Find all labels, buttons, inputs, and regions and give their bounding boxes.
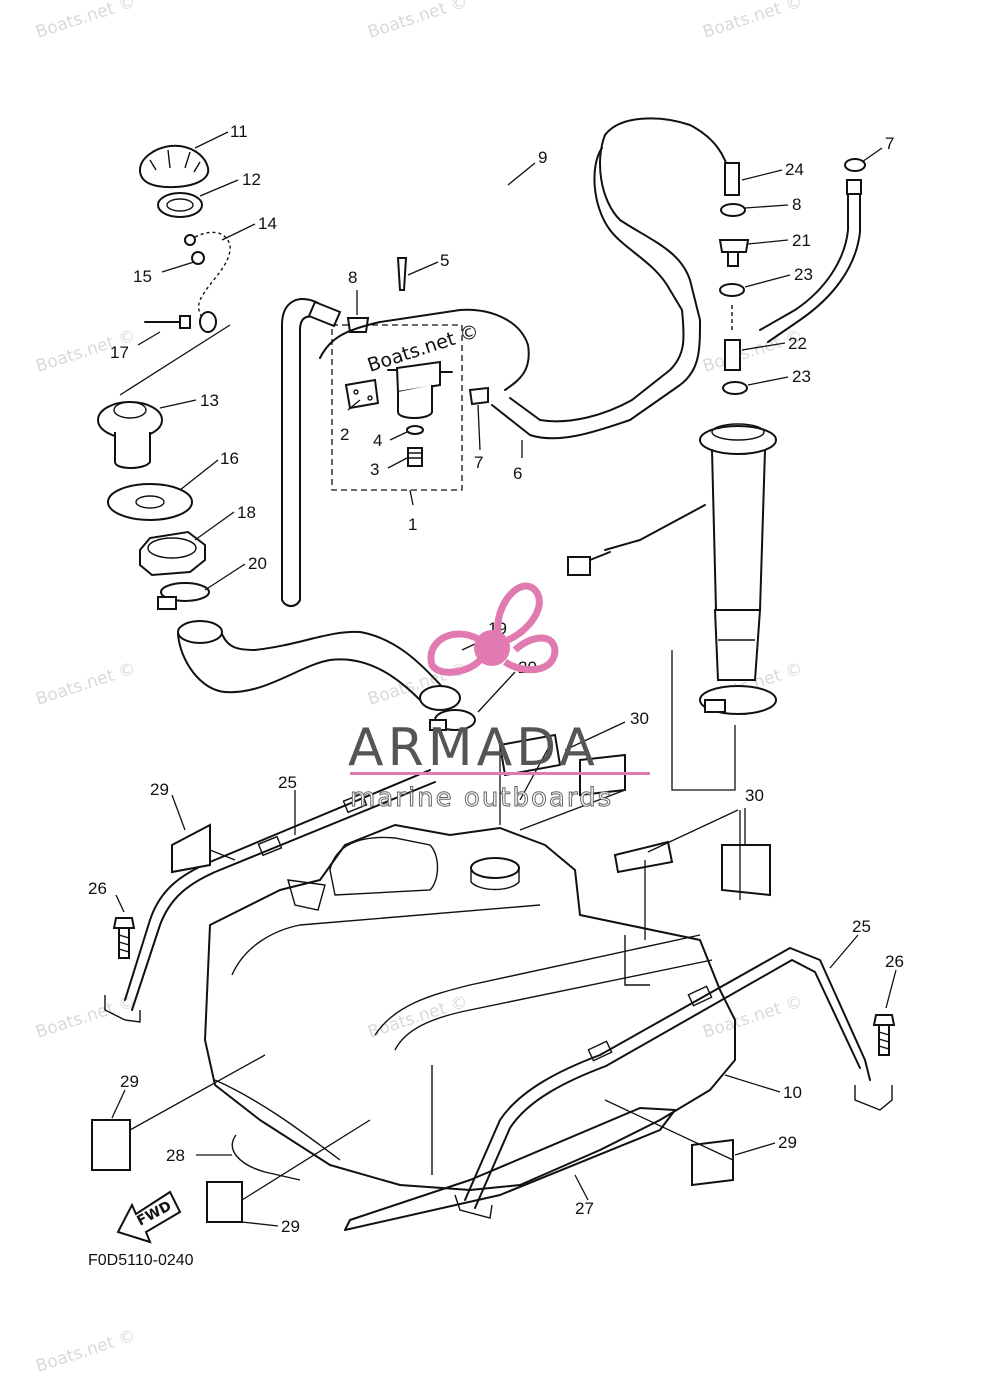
- watermark: Boats.net ©: [365, 0, 470, 43]
- figure-code: F0D5110-0240: [88, 1252, 194, 1269]
- callout-15: 15: [133, 267, 152, 286]
- callout-23: 23: [794, 265, 813, 284]
- callout-20: 20: [248, 554, 267, 573]
- bolt-26-left: [112, 917, 136, 959]
- armada-logo: ARMADA marine outboards: [348, 582, 650, 814]
- callout-26: 26: [885, 952, 904, 971]
- callout-29: 29: [281, 1217, 300, 1236]
- pads: [91, 733, 771, 1223]
- callout-7: 7: [885, 134, 894, 153]
- callout-18: 18: [237, 503, 256, 522]
- pad-29: [206, 1181, 243, 1223]
- callout-14: 14: [258, 214, 277, 233]
- callout-11: 11: [230, 122, 248, 141]
- pad-30: [613, 840, 674, 874]
- strap-right: [454, 947, 893, 1219]
- callout-17: 17: [110, 343, 129, 362]
- callout-30: 30: [630, 709, 649, 728]
- watermark: Boats.net ©: [33, 992, 138, 1043]
- pad-30: [721, 844, 771, 897]
- callout-25: 25: [852, 917, 871, 936]
- fuel-line: [319, 117, 731, 440]
- sender-assembly: [567, 158, 866, 715]
- callout-1: 1: [408, 515, 417, 534]
- callout-23: 23: [792, 367, 811, 386]
- watermark: Boats.net ©: [700, 992, 805, 1043]
- brand-tagline: marine outboards: [350, 783, 613, 813]
- callout-5: 5: [440, 251, 449, 270]
- callout-30: 30: [745, 786, 764, 805]
- watermark: Boats.net ©: [33, 659, 138, 710]
- watermark: Boats.net ©: [33, 0, 138, 43]
- pad-29: [171, 823, 211, 874]
- callout-8: 8: [792, 195, 801, 214]
- callout-26: 26: [88, 879, 107, 898]
- propeller-icon: [427, 582, 559, 676]
- callout-4: 4: [373, 431, 382, 450]
- callout-7: 7: [474, 453, 483, 472]
- watermark: Boats.net ©: [33, 1326, 138, 1377]
- fuel-tank: [204, 824, 736, 1231]
- callout-8: 8: [348, 268, 357, 287]
- callout-22: 22: [788, 334, 807, 353]
- callout-29: 29: [150, 780, 169, 799]
- filler-assembly: [97, 144, 231, 610]
- watermark: Boats.net ©: [365, 992, 470, 1043]
- callout-24: 24: [785, 160, 804, 179]
- pad-29: [691, 1138, 734, 1187]
- assembly-lines: [119, 324, 741, 1201]
- callout-10: 10: [783, 1083, 802, 1102]
- callout-28: 28: [166, 1146, 185, 1165]
- callout-9: 9: [538, 148, 547, 167]
- watermark-layer: Boats.net © Boats.net © Boats.net © Boat…: [33, 0, 805, 1377]
- callout-29: 29: [120, 1072, 139, 1091]
- bolt-26-right: [872, 1014, 896, 1056]
- callout-2: 2: [340, 425, 349, 444]
- callout-6: 6: [513, 464, 522, 483]
- callout-25: 25: [278, 773, 297, 792]
- pad-30: [498, 733, 562, 777]
- callout-27: 27: [575, 1199, 594, 1218]
- callout-29: 29: [778, 1133, 797, 1152]
- watermark: Boats.net ©: [700, 0, 805, 43]
- callout-13: 13: [200, 391, 219, 410]
- callout-21: 21: [792, 231, 811, 250]
- filler-hose: [177, 620, 476, 731]
- brand-name: ARMADA: [348, 718, 599, 778]
- fwd-arrow-icon: FWD: [116, 1190, 182, 1244]
- callout-3: 3: [370, 460, 379, 479]
- filter-assembly: [331, 257, 489, 491]
- callout-16: 16: [220, 449, 239, 468]
- vent-hose: [281, 298, 342, 607]
- pad-29: [91, 1119, 131, 1171]
- callout-12: 12: [242, 170, 261, 189]
